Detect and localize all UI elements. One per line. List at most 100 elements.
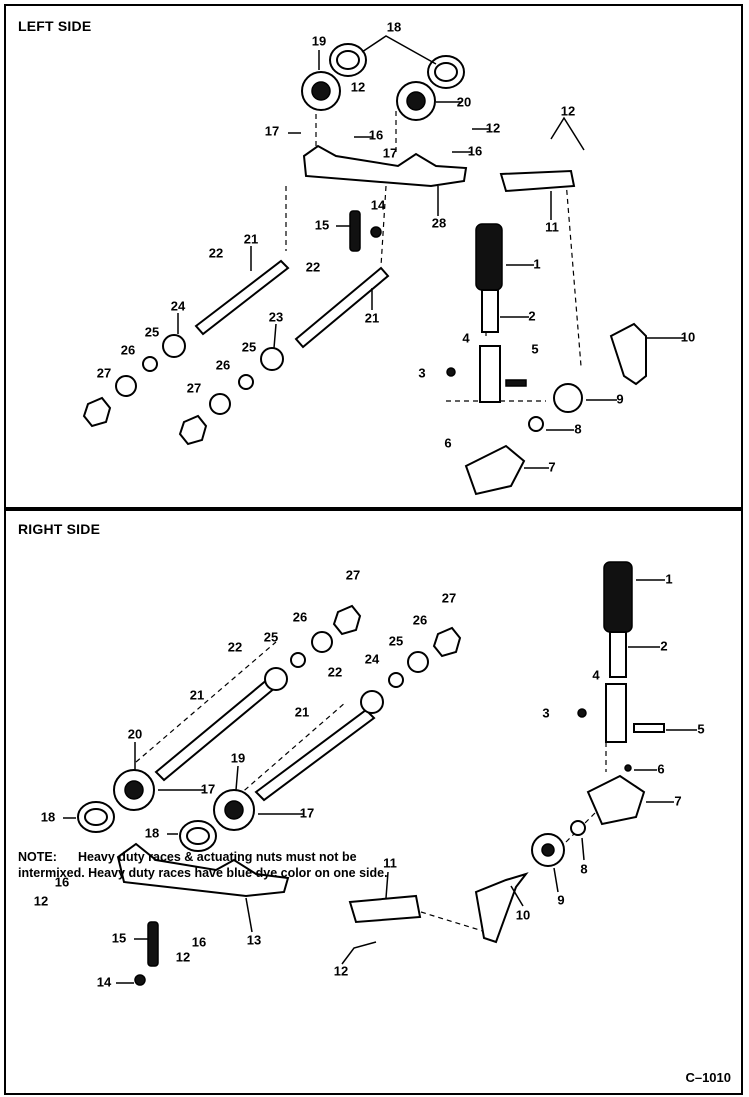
note-block: NOTE: Heavy duty races & actuating nuts m… bbox=[18, 849, 388, 881]
callout-12b: 12 bbox=[486, 120, 500, 135]
shaft-21b bbox=[294, 266, 390, 349]
callout-5: 5 bbox=[531, 341, 538, 356]
block-7 bbox=[586, 774, 646, 826]
callout-5: 5 bbox=[697, 721, 704, 736]
bracket-13 bbox=[116, 842, 290, 898]
callout-7: 7 bbox=[674, 793, 681, 808]
left-side-title: LEFT SIDE bbox=[18, 18, 92, 34]
actuating-nut-24 bbox=[162, 334, 186, 358]
callout-20: 20 bbox=[457, 94, 471, 109]
bearing-19-bore bbox=[311, 81, 331, 101]
callout-21b: 21 bbox=[295, 704, 309, 719]
callout-21a: 21 bbox=[244, 231, 258, 246]
callout-1: 1 bbox=[533, 256, 540, 271]
spring-15 bbox=[349, 210, 361, 252]
callout-22a: 22 bbox=[228, 639, 242, 654]
callout-22b: 22 bbox=[328, 664, 342, 679]
callout-17b: 17 bbox=[300, 805, 314, 820]
callout-26b: 26 bbox=[216, 357, 230, 372]
callout-16b: 16 bbox=[468, 143, 482, 158]
note-label: NOTE: bbox=[18, 850, 57, 864]
washer-25a bbox=[142, 356, 158, 372]
nut-27b bbox=[432, 626, 462, 658]
callout-4: 4 bbox=[592, 667, 600, 682]
washer-25b bbox=[238, 374, 254, 390]
callout-10: 10 bbox=[681, 329, 695, 344]
actuating-nut-23 bbox=[260, 347, 284, 371]
ring-8 bbox=[570, 820, 586, 836]
race-18a-inner bbox=[336, 50, 360, 70]
callout-23: 23 bbox=[269, 309, 283, 324]
nut-27a bbox=[82, 396, 112, 428]
bolt-5 bbox=[633, 723, 665, 733]
callout-13: 13 bbox=[247, 932, 261, 947]
callout-26b: 26 bbox=[413, 612, 427, 627]
callout-27a: 27 bbox=[346, 567, 360, 582]
callout-16b: 16 bbox=[192, 934, 206, 949]
callout-12c: 12 bbox=[334, 963, 348, 978]
race-18a-inner bbox=[84, 808, 108, 826]
callout-18b: 18 bbox=[145, 825, 159, 840]
arm-10 bbox=[609, 322, 647, 386]
callout-9: 9 bbox=[616, 391, 623, 406]
link-11 bbox=[348, 894, 422, 924]
callout-9: 9 bbox=[557, 892, 564, 907]
callout-3: 3 bbox=[542, 705, 549, 720]
bearing-20-bore bbox=[124, 780, 144, 800]
washer-25b bbox=[388, 672, 404, 688]
callout-16a: 16 bbox=[55, 874, 69, 889]
callout-1: 1 bbox=[665, 571, 672, 586]
lever-arm bbox=[605, 683, 627, 743]
callout-28: 28 bbox=[432, 215, 446, 230]
callout-18a: 18 bbox=[41, 809, 55, 824]
hub-9-bore bbox=[541, 843, 555, 857]
bearing-20-bore bbox=[406, 91, 426, 111]
callout-15: 15 bbox=[315, 217, 329, 232]
callout-12a: 12 bbox=[34, 893, 48, 908]
callout-22a: 22 bbox=[209, 245, 223, 260]
callout-6: 6 bbox=[444, 435, 451, 450]
lockwasher-26a bbox=[311, 631, 333, 653]
callout-3: 3 bbox=[418, 365, 425, 380]
callout-19: 19 bbox=[231, 750, 245, 765]
link-11 bbox=[499, 169, 576, 193]
callout-7: 7 bbox=[548, 459, 555, 474]
callout-2: 2 bbox=[660, 638, 667, 653]
callout-21a: 21 bbox=[190, 687, 204, 702]
handle-grip-1 bbox=[475, 223, 503, 291]
callout-27b: 27 bbox=[442, 590, 456, 605]
left-callout-leaders bbox=[177, 50, 685, 469]
shaft-21a bbox=[194, 259, 290, 336]
race-18b-inner bbox=[434, 62, 458, 82]
nut-27a bbox=[332, 604, 362, 636]
callout-14: 14 bbox=[97, 974, 112, 989]
callout-11: 11 bbox=[545, 219, 559, 234]
callout-17a: 17 bbox=[201, 781, 215, 796]
callout-26a: 26 bbox=[293, 609, 307, 624]
callout-2: 2 bbox=[528, 308, 535, 323]
note-text-2: intermixed. Heavy duty races have blue d… bbox=[18, 866, 388, 880]
actuating-nut-24 bbox=[360, 690, 384, 714]
callout-11: 11 bbox=[383, 855, 397, 870]
note-text-1: Heavy duty races & actuating nuts must n… bbox=[78, 850, 357, 864]
callout-10: 10 bbox=[516, 907, 530, 922]
callout-15: 15 bbox=[112, 930, 126, 945]
right-side-panel: RIGHT SIDE bbox=[4, 509, 743, 1095]
callout-12a: 12 bbox=[351, 79, 365, 94]
actuating-nut-23 bbox=[264, 667, 288, 691]
hub-9 bbox=[553, 383, 583, 413]
race-18b-inner bbox=[186, 827, 210, 845]
callout-12b: 12 bbox=[176, 949, 190, 964]
callout-25b: 25 bbox=[389, 633, 403, 648]
lockwasher-26b bbox=[407, 651, 429, 673]
callout-21b: 21 bbox=[365, 310, 379, 325]
callout-25b: 25 bbox=[242, 339, 256, 354]
right-side-title: RIGHT SIDE bbox=[18, 521, 101, 537]
bolt-3 bbox=[577, 708, 587, 718]
callout-17b: 17 bbox=[383, 145, 397, 160]
nut-14 bbox=[370, 226, 382, 238]
bracket-28 bbox=[302, 144, 468, 188]
lockwasher-26a bbox=[115, 375, 137, 397]
